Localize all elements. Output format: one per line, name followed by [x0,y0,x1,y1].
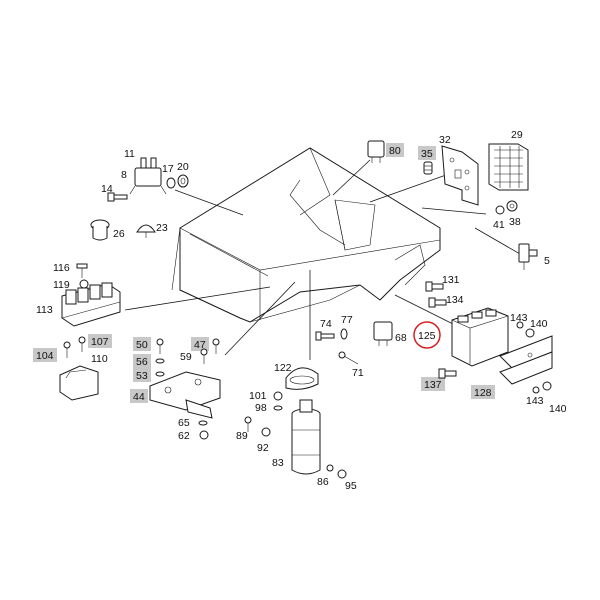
callout-23[interactable]: 23 [156,222,168,234]
part-29-fuse-block [488,143,529,191]
callout-128[interactable]: 128 [474,387,492,399]
callout-8[interactable]: 8 [121,169,127,181]
callout-125[interactable]: 125 [418,330,436,342]
callout-32[interactable]: 32 [439,134,451,146]
callout-98[interactable]: 98 [255,402,267,414]
firewall-panel [171,147,441,323]
part-50-56-53-screws [155,338,165,377]
callout-83[interactable]: 83 [272,457,284,469]
callout-80[interactable]: 80 [389,145,401,157]
part-122-cap [285,367,319,390]
part-35-spring [423,161,433,175]
part-83-coil [291,399,321,475]
callout-68[interactable]: 68 [395,332,407,344]
callout-14[interactable]: 14 [101,183,113,195]
callout-107[interactable]: 107 [91,336,109,348]
highlight-35 [418,146,436,160]
callout-35[interactable]: 35 [421,148,433,160]
callout-labels: 11 8 17 20 14 26 23 80 35 32 29 41 38 5 … [36,129,567,492]
part-32-bracket [441,145,479,206]
highlight-44 [130,389,148,403]
part-131-134-bolts [425,281,447,308]
highlight-boxes [33,143,495,403]
callout-101[interactable]: 101 [249,390,267,402]
selection-circle-125 [413,321,441,349]
callout-65[interactable]: 65 [178,417,190,429]
part-17-20-nuts [166,174,189,189]
part-89-92-screws [244,416,271,437]
callout-134[interactable]: 134 [446,294,464,306]
callout-59[interactable]: 59 [180,351,192,363]
part-80-relay [367,140,385,163]
callout-143-top[interactable]: 143 [510,312,528,324]
highlight-80 [386,143,404,157]
highlight-56 [133,354,151,368]
callout-41[interactable]: 41 [493,219,505,231]
part-65-62-nuts [198,420,209,440]
part-68-relay [373,321,393,346]
part-44-mount [149,371,221,419]
part-41-38-nuts [495,200,518,215]
callout-53[interactable]: 53 [136,370,148,382]
part-143-140-nuts-bottom [532,381,552,394]
part-14-bolt [107,192,128,202]
callout-62[interactable]: 62 [178,430,190,442]
part-47-59-screws [200,338,220,364]
highlight-104 [33,348,57,362]
callout-20[interactable]: 20 [177,161,189,173]
part-101-98-nuts [273,391,283,411]
part-71-screw [338,351,359,365]
part-116-119-screws [76,263,89,289]
callout-50[interactable]: 50 [136,339,148,351]
highlight-50 [133,337,151,351]
callout-77[interactable]: 77 [341,314,353,326]
callout-44[interactable]: 44 [133,391,145,403]
callout-137[interactable]: 137 [424,379,442,391]
part-128-bracket [499,335,553,385]
callout-29[interactable]: 29 [511,129,523,141]
callout-119[interactable]: 119 [53,279,70,291]
highlight-128 [471,385,495,399]
callout-71[interactable]: 71 [352,367,364,379]
callout-47[interactable]: 47 [194,339,206,351]
callout-38[interactable]: 38 [509,216,521,228]
callout-95[interactable]: 95 [345,480,357,492]
part-137-bolt [438,368,457,379]
highlight-47 [191,337,209,351]
leader-lines [124,159,528,360]
callout-122[interactable]: 122 [274,362,292,374]
callout-92[interactable]: 92 [257,442,269,454]
callout-56[interactable]: 56 [136,356,148,368]
callout-74[interactable]: 74 [320,318,332,330]
callout-26[interactable]: 26 [113,228,125,240]
callout-131[interactable]: 131 [442,274,460,286]
part-5-clip [518,243,538,270]
callout-113[interactable]: 113 [36,304,53,316]
callout-11[interactable]: 11 [124,148,135,160]
part-104-connector [59,365,99,401]
highlight-137 [421,377,445,391]
part-74-77-screws [315,328,348,341]
callout-17[interactable]: 17 [162,163,174,175]
callout-110[interactable]: 110 [91,353,108,365]
part-8-relay [129,157,167,195]
part-23-cap [136,224,156,238]
callout-143-bottom[interactable]: 143 [526,395,544,407]
part-113-terminal-block [61,282,121,327]
part-86-95-nuts [326,464,347,479]
part-125-control-unit [451,307,509,367]
callout-89[interactable]: 89 [236,430,248,442]
part-26-plug [90,219,110,241]
highlight-107 [88,334,112,348]
callout-140-bottom[interactable]: 140 [549,403,567,415]
callout-116[interactable]: 116 [53,262,70,274]
callout-140-top[interactable]: 140 [530,318,548,330]
highlight-53 [133,368,151,382]
part-107-screw [63,336,86,358]
callout-5[interactable]: 5 [544,255,550,267]
part-143-140-nuts-top [516,321,535,338]
callout-104[interactable]: 104 [36,350,54,362]
callout-86[interactable]: 86 [317,476,329,488]
